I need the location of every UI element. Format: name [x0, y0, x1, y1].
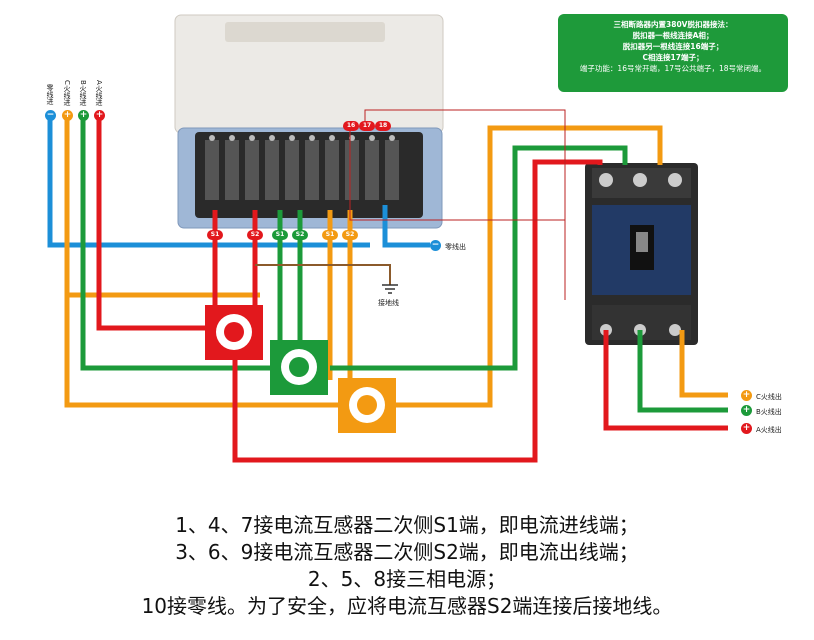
minus-icon: −: [45, 110, 56, 121]
note-line2: 脱扣器另一根线连接16端子；: [622, 42, 724, 51]
caption-line3: 2、5、8接三相电源；: [307, 567, 507, 591]
caption-line2: 3、6、9接电流互感器二次侧S2端，即电流出线端；: [175, 540, 639, 564]
terminal-s1-c: S1: [322, 230, 338, 240]
ct-c: [338, 378, 396, 433]
caption-line4: 10接零线。为了安全，应将电流互感器S2端连接后接地线。: [141, 594, 673, 618]
ct-b: [270, 340, 328, 395]
trip-wire: [349, 109, 566, 300]
terminal-s1-b: S1: [272, 230, 288, 240]
plus-icon: +: [78, 110, 89, 121]
b-out-label: B火线出: [756, 408, 782, 416]
plus-icon: +: [741, 423, 752, 434]
terminal-s2-b: S2: [292, 230, 308, 240]
neutral-out-label: 零线出: [445, 243, 466, 251]
a-in-label: A火线进: [95, 80, 103, 106]
neutral-wire: [47, 120, 430, 248]
plus-icon: +: [741, 405, 752, 416]
terminal-18: 18: [375, 121, 391, 131]
ground-icon: [382, 284, 398, 294]
minus-icon: −: [430, 240, 441, 251]
plus-icon: +: [62, 110, 73, 121]
wiring-diagram: [47, 14, 728, 463]
terminal-s2-c: S2: [342, 230, 358, 240]
c-out-label: C火线出: [756, 393, 782, 401]
a-out-label: A火线出: [756, 426, 782, 434]
note-line3: C相连接17端子；: [642, 53, 704, 62]
b-in-label: B火线进: [79, 80, 87, 106]
energy-meter: [174, 14, 444, 229]
note-title: 三相断路器内置380V脱扣器接法：: [613, 20, 733, 29]
caption-line1: 1、4、7接电流互感器二次侧S1端，即电流进线端；: [175, 513, 639, 537]
ground-label: 接地线: [378, 299, 399, 307]
circuit-breaker: [585, 163, 698, 345]
c-in-label: C火线进: [63, 80, 71, 106]
terminal-16: 16: [343, 121, 359, 131]
neutral-in-label: 零线进: [46, 84, 54, 105]
phase-a-wire: [96, 120, 728, 463]
note-line4: 端子功能：16号常开端，17号公共端子，18号常闭端。: [579, 64, 767, 73]
terminal-17: 17: [359, 121, 375, 131]
terminal-s2-a: S2: [247, 230, 263, 240]
caption: 1、4、7接电流互感器二次侧S1端，即电流进线端； 3、6、9接电流互感器二次侧…: [0, 512, 814, 620]
breaker-wiring-note: 三相断路器内置380V脱扣器接法： 脱扣器一根线连接A相； 脱扣器另一根线连接1…: [558, 14, 788, 92]
ct-a: [205, 305, 263, 360]
ground-wire: [255, 264, 391, 285]
note-line1: 脱扣器一根线连接A相；: [632, 31, 714, 40]
terminal-s1-a: S1: [207, 230, 223, 240]
plus-icon: +: [94, 110, 105, 121]
plus-icon: +: [741, 390, 752, 401]
